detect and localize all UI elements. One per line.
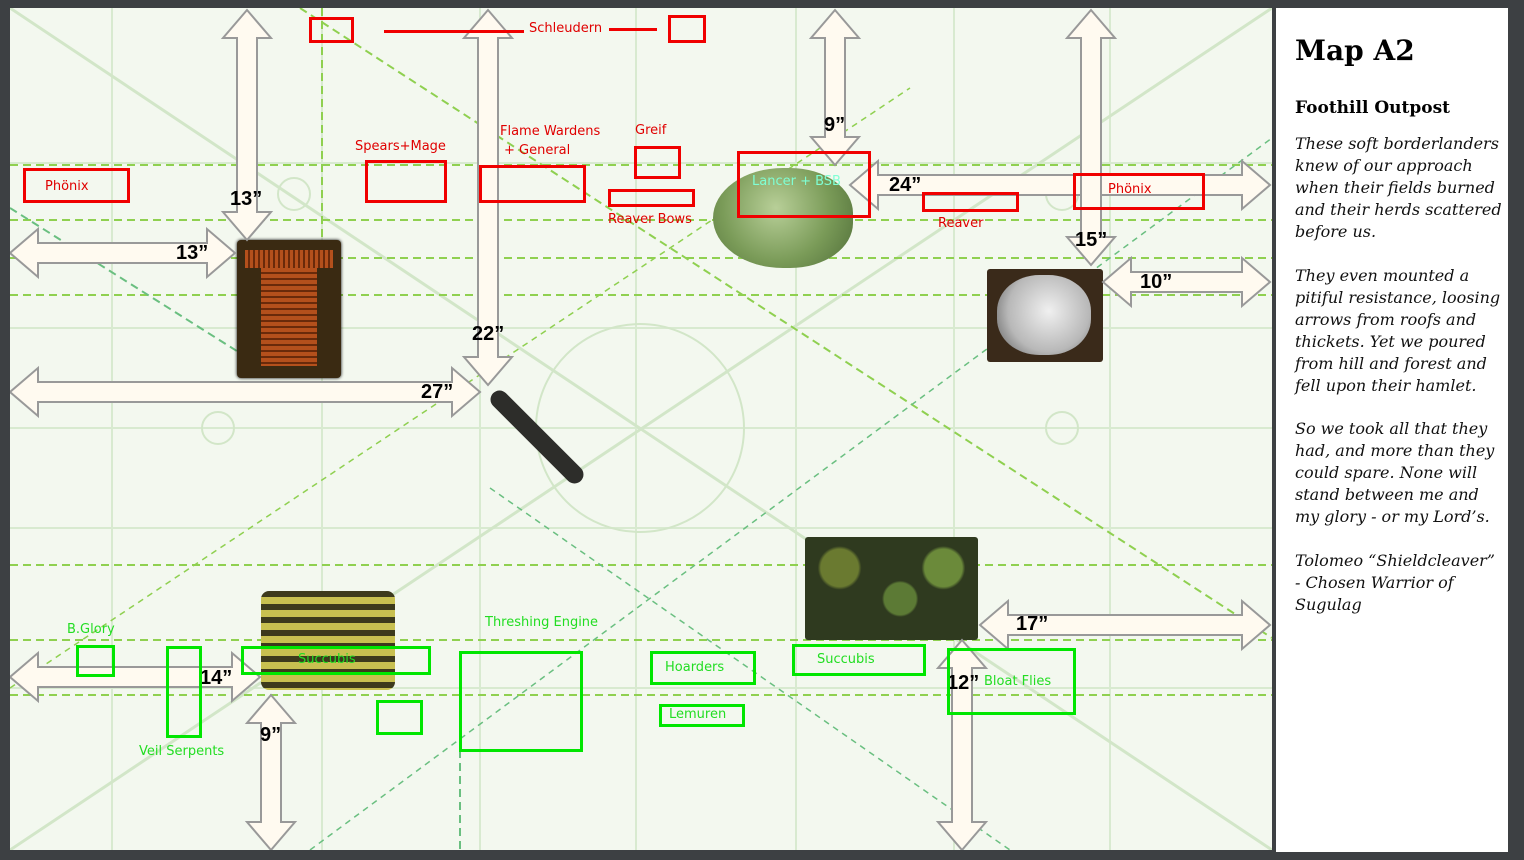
diagonal-line <box>10 8 1272 850</box>
unit-box-b-glory[interactable] <box>76 645 115 677</box>
objective-marker <box>277 177 311 211</box>
unit-box-small[interactable] <box>376 700 423 735</box>
distance-label: 14” <box>200 667 233 689</box>
unit-box-flame-wardens[interactable] <box>479 165 586 203</box>
unit-box-hoarders[interactable] <box>650 651 756 685</box>
unit-label-veil-serpents: Veil Serpents <box>139 744 225 759</box>
objective-marker <box>201 411 235 445</box>
distance-label: 17” <box>1016 613 1049 635</box>
story-paragraph: So we took all that they had, and more t… <box>1295 419 1495 526</box>
unit-label-lancer-bsb: Lancer + BSB <box>752 174 841 189</box>
story-paragraph: They even mounted a pitiful resistance, … <box>1295 266 1501 395</box>
distance-label: 12” <box>947 672 980 694</box>
unit-label-succubis-left: Succubis <box>298 652 356 667</box>
unit-label-reaver: Reaver <box>938 216 984 231</box>
unit-box-schleudern-right[interactable] <box>668 15 706 43</box>
schleudern-line <box>384 30 524 33</box>
double-arrow <box>1064 8 1118 267</box>
unit-box-succubis-right[interactable] <box>792 644 926 676</box>
story-paragraph: These soft borderlanders knew of our app… <box>1295 134 1502 241</box>
unit-label-flame-wardens: Flame Wardens <box>500 124 601 139</box>
unit-box-veil-serpents[interactable] <box>166 646 202 738</box>
building-terrain <box>237 240 341 378</box>
unit-label-lemuren: Lemuren <box>669 707 727 722</box>
unit-label-threshing-engine: Threshing Engine <box>485 615 599 630</box>
unit-label-b-glory: B.Glory <box>67 622 115 637</box>
unit-box-bloat-flies[interactable] <box>947 648 1076 715</box>
forest-terrain <box>805 537 978 640</box>
distance-label: 9” <box>824 114 846 136</box>
unit-label-phoenix-right: Phönix <box>1108 182 1152 197</box>
deployment-line <box>10 207 241 354</box>
rock-terrain <box>987 269 1103 362</box>
objective-marker <box>1045 411 1079 445</box>
scenario-panel: Map A2 Foothill Outpost These soft borde… <box>1276 8 1508 852</box>
double-arrow <box>808 8 862 167</box>
unit-box-lancer-bsb[interactable] <box>737 151 871 218</box>
double-arrow <box>461 8 515 387</box>
map-title: Map A2 <box>1295 34 1415 67</box>
distance-label: 13” <box>176 242 209 264</box>
unit-box-reaver[interactable] <box>922 192 1019 212</box>
distance-label: 13” <box>230 188 263 210</box>
unit-box-spears-mage[interactable] <box>365 160 447 203</box>
story-signature: Tolomeo “Shieldcleaver” - Chosen Warrior… <box>1295 551 1495 614</box>
distance-label: 15” <box>1075 229 1108 251</box>
unit-box-lemuren[interactable] <box>659 704 745 727</box>
unit-label-greif: Greif <box>635 123 667 138</box>
unit-label-succubis-right: Succubis <box>817 652 875 667</box>
unit-label-phoenix-left: Phönix <box>45 179 89 194</box>
unit-label-schleudern: Schleudern <box>529 21 603 36</box>
double-arrow <box>1101 255 1272 309</box>
unit-box-phoenix-left[interactable] <box>23 168 130 203</box>
double-arrow <box>220 8 274 242</box>
unit-box-phoenix-right[interactable] <box>1073 173 1205 210</box>
double-arrow <box>10 650 262 704</box>
double-arrow <box>978 598 1272 652</box>
distance-label: 9” <box>260 724 282 746</box>
distance-label: 24” <box>889 174 922 196</box>
map-subtitle: Foothill Outpost <box>1295 98 1450 118</box>
unit-box-greif[interactable] <box>634 146 681 179</box>
double-arrow <box>10 226 237 280</box>
double-arrow <box>244 693 298 850</box>
unit-label-hoarders: Hoarders <box>665 660 725 675</box>
unit-label-spears-mage: Spears+Mage <box>355 139 446 154</box>
distance-arrows <box>10 8 1272 850</box>
schleudern-line <box>609 28 657 31</box>
unit-label-general: + General <box>504 143 571 158</box>
distance-label: 22” <box>472 323 505 345</box>
distance-label: 27” <box>421 381 454 403</box>
double-arrow <box>10 365 482 419</box>
unit-box-reaver-bows[interactable] <box>608 189 695 207</box>
deployment-line <box>299 8 1272 639</box>
unit-label-bloat-flies: Bloat Flies <box>984 674 1052 689</box>
unit-label-reaver-bows: Reaver Bows <box>608 212 692 227</box>
hill-terrain <box>713 168 853 268</box>
distance-label: 10” <box>1140 271 1173 293</box>
double-arrow <box>848 158 1272 212</box>
unit-box-threshing-engine[interactable] <box>459 651 583 752</box>
battle-map: 13” 13” 22” 27” 9” 24” 15” 10” 17” 12” 1… <box>10 8 1272 850</box>
deployment-line <box>309 137 1272 850</box>
unit-box-schleudern-left[interactable] <box>309 17 354 43</box>
unit-box-succubis-left[interactable] <box>241 646 431 675</box>
